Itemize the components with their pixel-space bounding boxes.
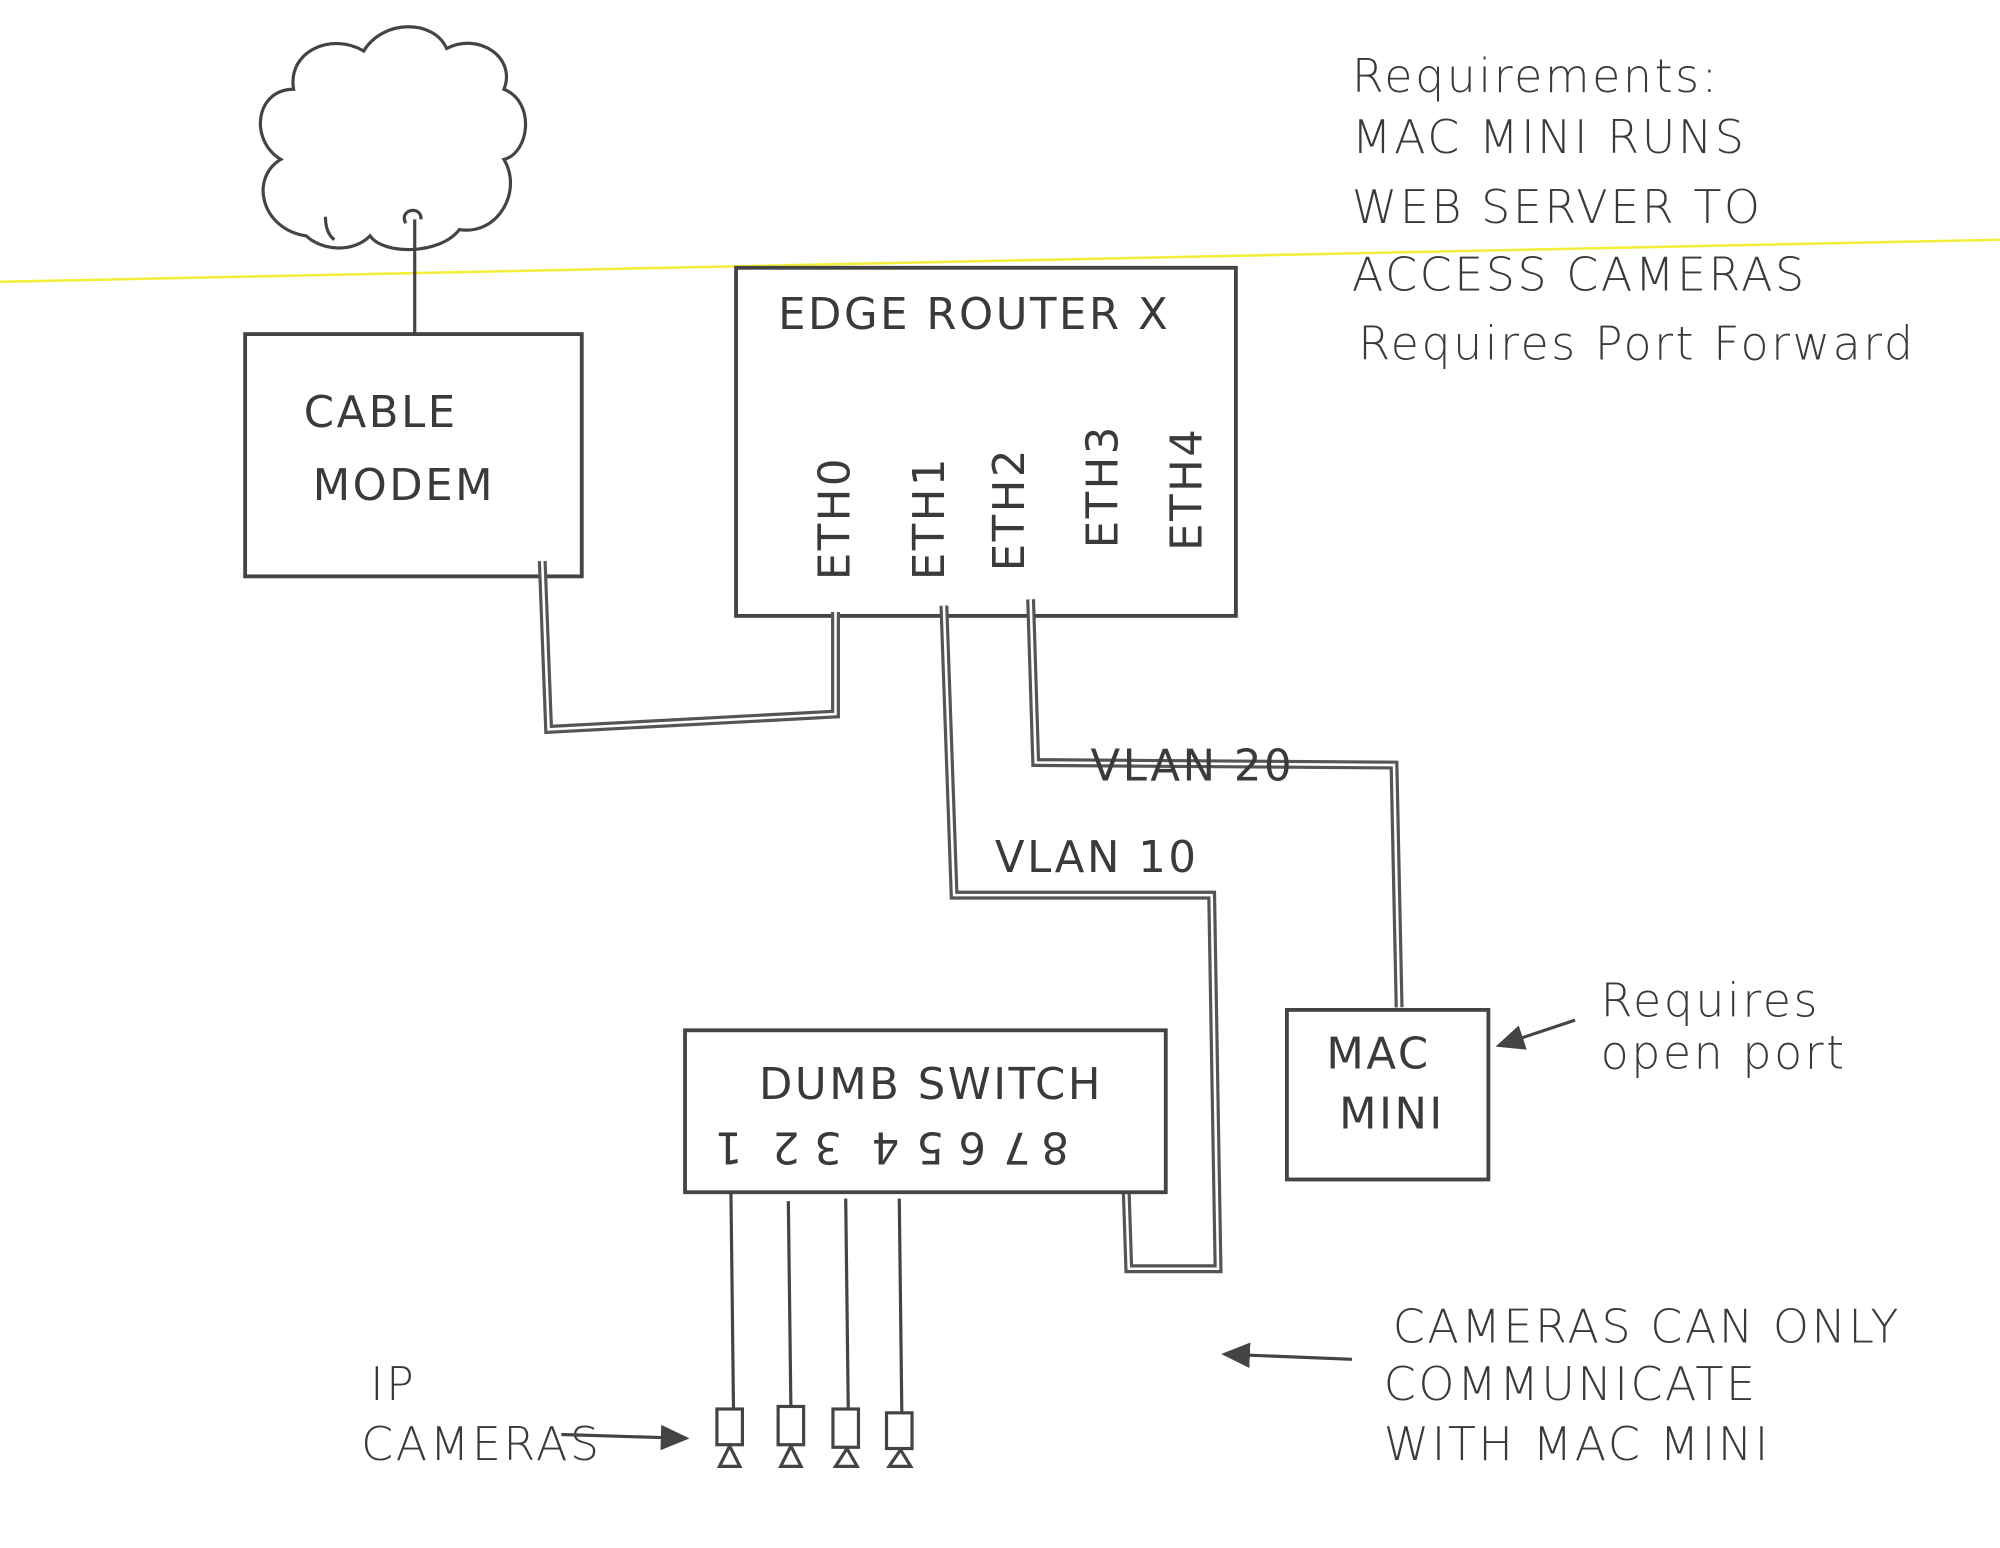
- vlan10-cable: [939, 605, 1223, 1274]
- port-eth0: ETH0: [811, 456, 861, 580]
- switch-port-8: 8: [1039, 1121, 1069, 1171]
- mac-mini-label-line2: MINI: [1339, 1089, 1445, 1139]
- vlan20-label: VLAN 20: [1091, 741, 1295, 791]
- cable-modem-label-line1: CABLE: [304, 388, 458, 438]
- edge-router-title: EDGE ROUTER X: [778, 290, 1170, 340]
- dumb-switch: DUMB SWITCH 1 2 3 4 5 6 7 8: [683, 1028, 1168, 1195]
- modem-router-cable: [537, 560, 840, 735]
- ip-cameras-label-line2: CAMERAS: [361, 1417, 601, 1471]
- ip-cameras-label-line1: IP: [370, 1357, 416, 1411]
- requirements-line3: WEB SERVER TO: [1352, 180, 1763, 234]
- vlan20-cable: [1026, 599, 1404, 1008]
- port-eth1: ETH1: [905, 456, 955, 580]
- port-eth3: ETH3: [1078, 424, 1128, 548]
- cable-modem: CABLE MODEM: [243, 332, 584, 579]
- camera-icon: [776, 1404, 806, 1468]
- camera-links: [729, 1192, 904, 1413]
- requirements-line4: ACCESS CAMERAS: [1352, 248, 1807, 302]
- cameras-note-line2: COMMUNICATE: [1384, 1357, 1758, 1411]
- switch-port-5: 5: [914, 1121, 944, 1171]
- mac-mini: MAC MINI: [1284, 1007, 1491, 1182]
- switch-port-4: 4: [869, 1121, 899, 1171]
- port-eth4: ETH4: [1162, 427, 1212, 551]
- arrow-icon: [1221, 1342, 1352, 1368]
- switch-port-7: 7: [1000, 1121, 1030, 1171]
- requirements-line5: Requires Port Forward: [1358, 317, 1915, 371]
- requirements-line1: Requirements:: [1352, 49, 1720, 103]
- highlight-line: [0, 238, 2000, 284]
- mac-mini-note-line2: open port: [1601, 1026, 1847, 1080]
- switch-port-6: 6: [956, 1121, 986, 1171]
- cameras-note-line1: CAMERAS CAN ONLY: [1393, 1300, 1901, 1354]
- arrow-icon: [561, 1424, 690, 1451]
- dumb-switch-title: DUMB SWITCH: [759, 1060, 1103, 1110]
- mac-mini-label-line1: MAC: [1326, 1030, 1430, 1080]
- edge-router: EDGE ROUTER X ETH0 ETH1 ETH2 ETH3 ETH4: [734, 265, 1238, 618]
- switch-port-1: 1: [712, 1121, 742, 1171]
- switch-port-2: 2: [770, 1121, 800, 1171]
- port-eth2: ETH2: [985, 447, 1035, 571]
- arrow-icon: [1495, 1018, 1576, 1050]
- requirements-line2: MAC MINI RUNS: [1352, 110, 1746, 164]
- camera-icon: [715, 1407, 745, 1468]
- cable-modem-label-line2: MODEM: [313, 461, 495, 511]
- requirements-note: Requirements: MAC MINI RUNS WEB SERVER T…: [1352, 49, 1915, 371]
- camera-icon: [831, 1407, 861, 1468]
- camera-icon: [884, 1411, 914, 1468]
- mac-mini-note-line1: Requires: [1601, 973, 1820, 1027]
- switch-port-3: 3: [812, 1121, 842, 1171]
- cameras-note-line3: WITH MAC MINI: [1384, 1417, 1771, 1471]
- cloud-icon: [258, 25, 528, 252]
- vlan10-label: VLAN 10: [995, 833, 1199, 883]
